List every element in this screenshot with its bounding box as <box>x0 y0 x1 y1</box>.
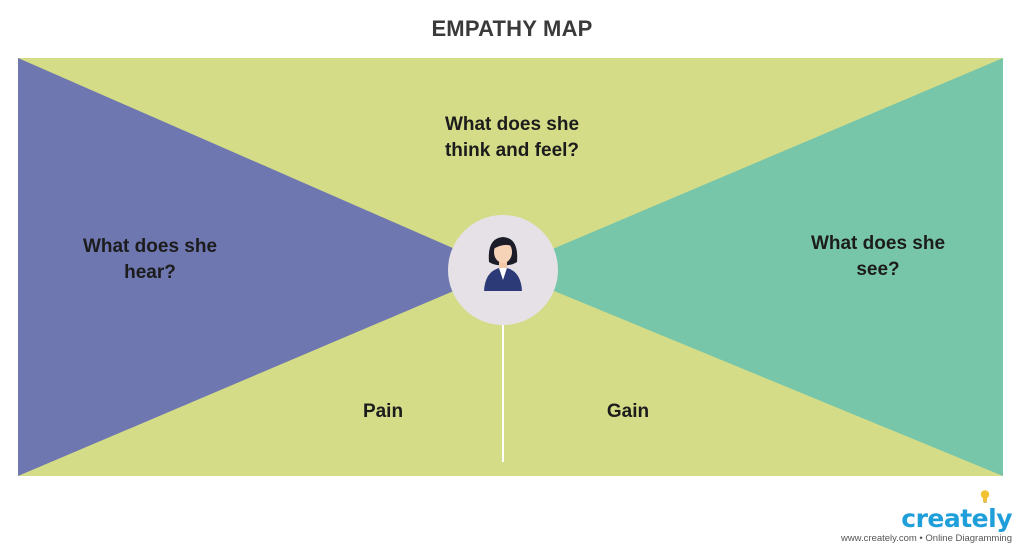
pain-label: Pain <box>362 401 404 422</box>
hear-label: What does she hear? <box>50 234 250 286</box>
logo-wordmark: creately <box>901 504 1012 533</box>
lightbulb-icon <box>980 490 990 503</box>
page-title: EMPATHY MAP <box>431 16 593 41</box>
hear-label-line-1: What does she <box>82 236 218 257</box>
think-feel-label-line-2: think and feel? <box>444 140 580 161</box>
woman-avatar-icon <box>484 237 522 291</box>
see-section[interactable] <box>503 58 1003 476</box>
hear-label-line-2: hear? <box>124 262 176 283</box>
creately-logo[interactable]: creately www.creately.com • Online Diagr… <box>840 490 1012 545</box>
see-label-line-1: What does she <box>810 233 946 254</box>
think-feel-label-line-1: What does she <box>444 114 580 135</box>
see-label: What does she see? <box>778 231 978 283</box>
think-feel-label: What does she think and feel? <box>412 112 612 164</box>
hear-section[interactable] <box>18 58 503 476</box>
logo-tagline: www.creately.com • Online Diagramming <box>840 533 1012 544</box>
see-label-line-2: see? <box>856 259 900 280</box>
gain-label: Gain <box>606 401 650 422</box>
